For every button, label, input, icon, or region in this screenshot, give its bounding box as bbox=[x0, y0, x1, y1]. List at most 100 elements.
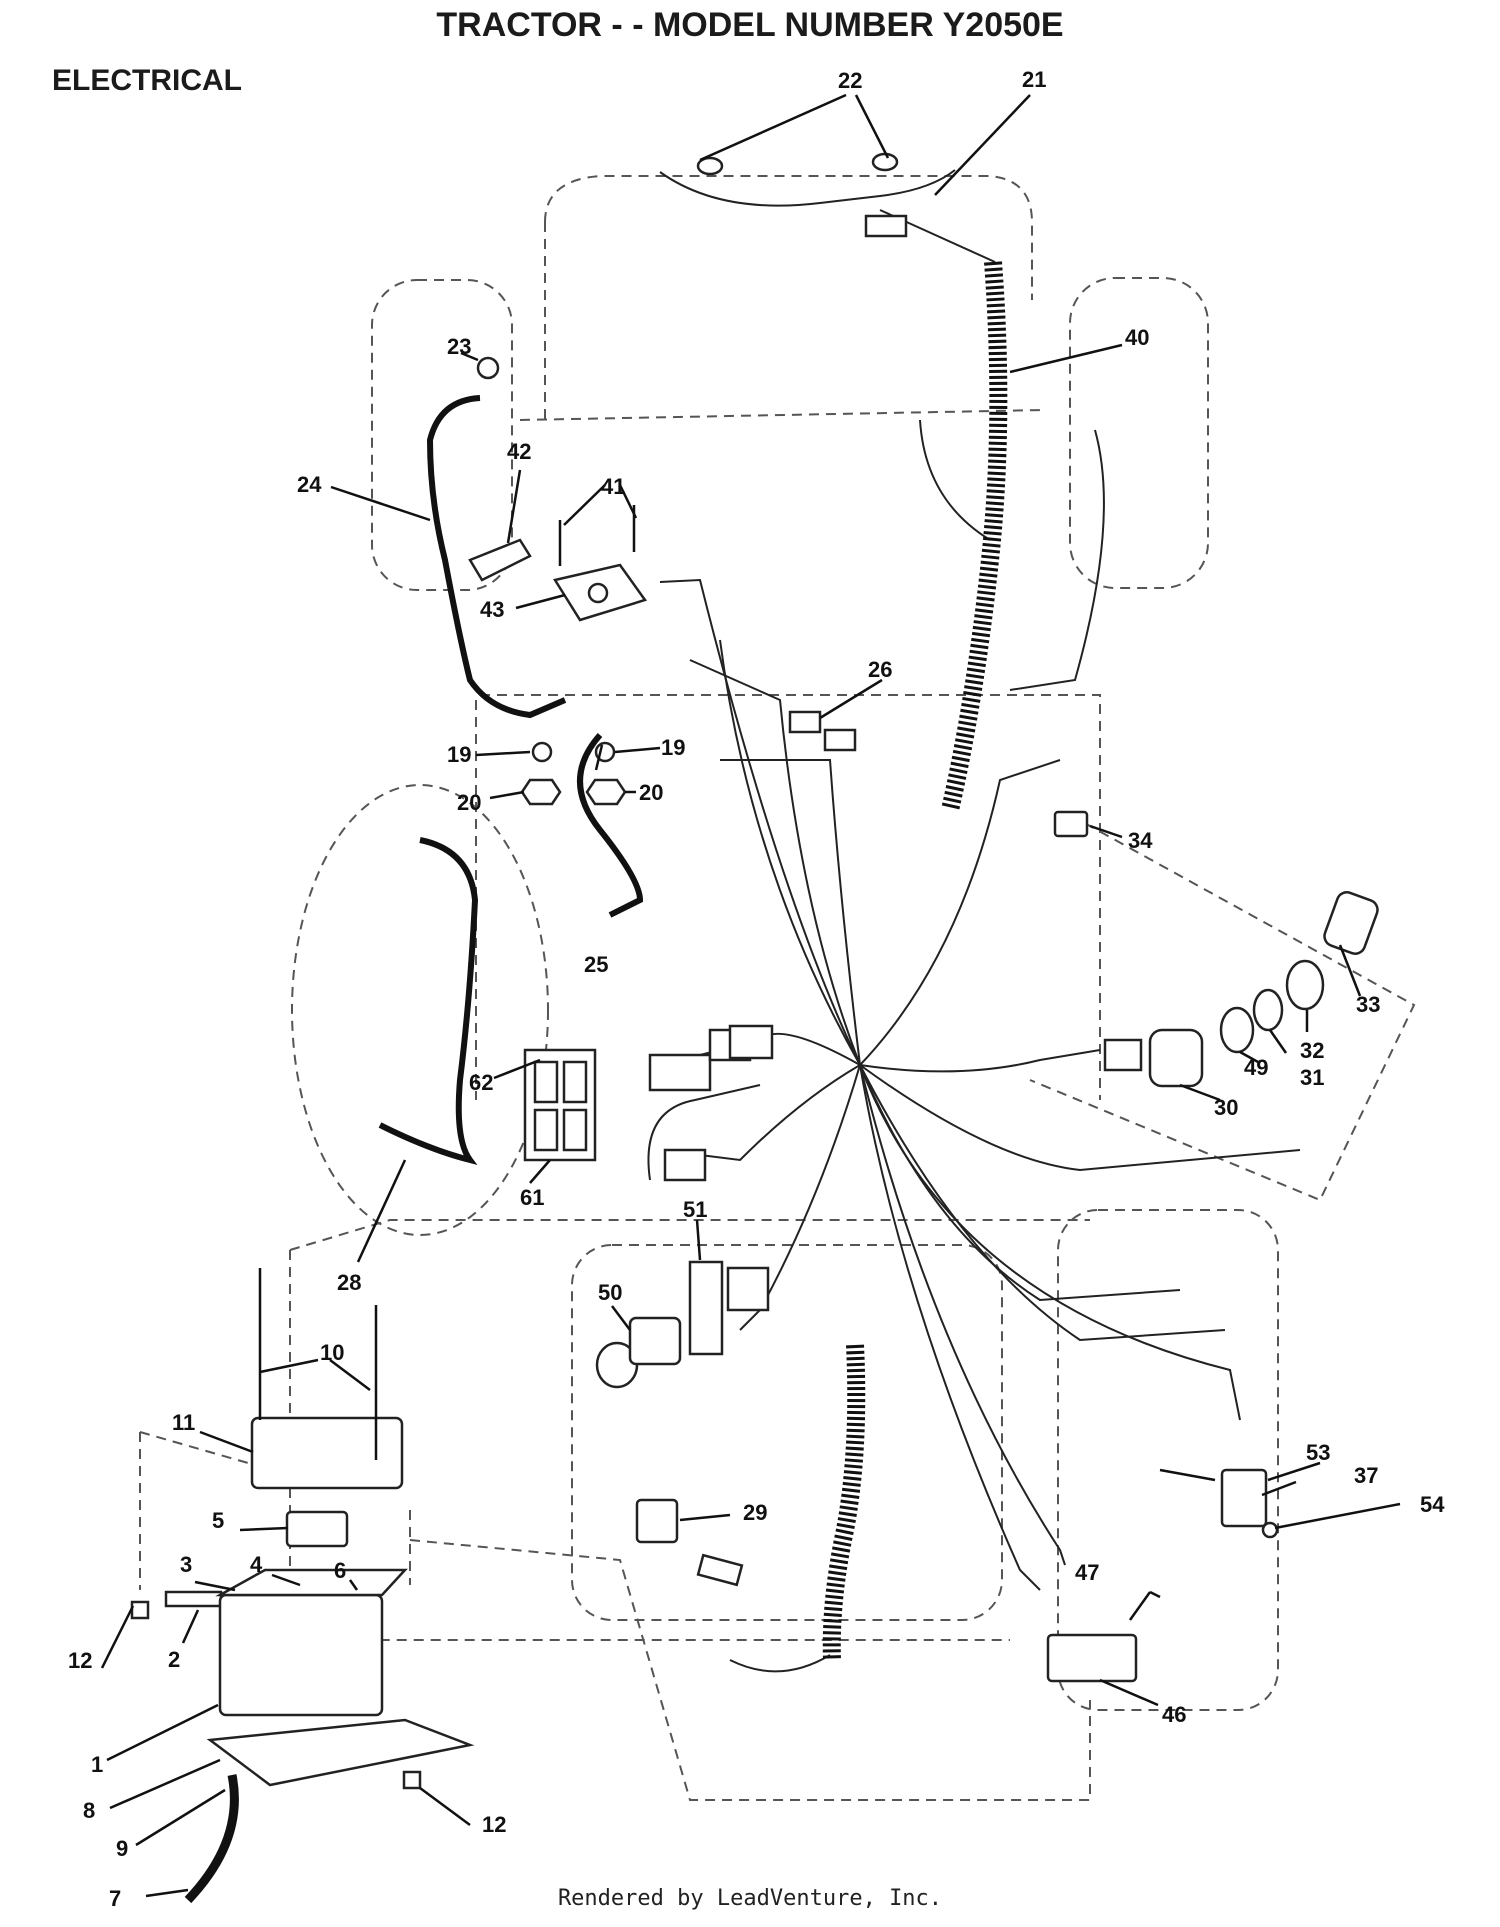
callout-19-left: 19 bbox=[447, 742, 471, 767]
screw-47 bbox=[1128, 1591, 1152, 1621]
harness-sleeve-upper bbox=[941, 261, 1008, 812]
callout-41: 41 bbox=[601, 474, 625, 499]
clip-12-left bbox=[130, 1600, 150, 1620]
callout-30: 30 bbox=[1214, 1095, 1238, 1120]
headlight-bulb-right-22 bbox=[871, 152, 899, 172]
callout-11: 11 bbox=[172, 1410, 195, 1435]
callout-10: 10 bbox=[320, 1340, 344, 1365]
callout-29: 29 bbox=[743, 1500, 767, 1525]
callout-23: 23 bbox=[447, 334, 471, 359]
callout-6: 6 bbox=[334, 1558, 346, 1583]
connector-30-plug bbox=[1103, 1038, 1143, 1072]
callout-53: 53 bbox=[1306, 1440, 1330, 1465]
switch-plug-51 bbox=[726, 1266, 770, 1312]
callout-54: 54 bbox=[1420, 1492, 1445, 1517]
nut-20-left bbox=[520, 778, 562, 806]
callout-leaders bbox=[100, 93, 1401, 1898]
callout-42: 42 bbox=[507, 439, 531, 464]
battery-rods-10 bbox=[258, 1268, 378, 1460]
connector-lower-left bbox=[663, 1148, 707, 1182]
washer-31 bbox=[1252, 988, 1284, 1032]
footer-credit: Rendered by LeadVenture, Inc. bbox=[557, 1886, 943, 1911]
switch-29 bbox=[635, 1498, 679, 1544]
battery-pad-5 bbox=[285, 1510, 349, 1548]
callout-labels: 22 21 40 23 42 24 41 43 26 19 19 20 20 3… bbox=[68, 67, 1445, 1911]
connector-right bbox=[728, 1024, 774, 1060]
ring-terminal-23 bbox=[476, 356, 500, 380]
hour-meter-46 bbox=[1046, 1633, 1138, 1683]
switch-29-plug bbox=[696, 1553, 744, 1587]
callout-46: 46 bbox=[1162, 1702, 1186, 1727]
callout-20-right: 20 bbox=[639, 780, 663, 805]
pto-switch-50 bbox=[628, 1316, 682, 1366]
connector-26 bbox=[788, 710, 822, 734]
nut-20-right bbox=[585, 778, 627, 806]
switch-34 bbox=[1053, 810, 1089, 838]
callout-20-left: 20 bbox=[457, 790, 481, 815]
clip-12-right bbox=[402, 1770, 422, 1790]
panel-window-b bbox=[562, 1060, 588, 1104]
callout-3: 3 bbox=[180, 1552, 192, 1577]
harness-sleeve-lower bbox=[822, 1344, 866, 1661]
battery-tray-8 bbox=[206, 1718, 475, 1787]
callout-22: 22 bbox=[838, 68, 862, 93]
callout-28: 28 bbox=[337, 1270, 361, 1295]
connector-block-62 bbox=[648, 1053, 712, 1092]
callout-26: 26 bbox=[868, 657, 892, 682]
connector-37 bbox=[1220, 1468, 1268, 1528]
battery-bracket-11 bbox=[250, 1416, 404, 1490]
panel-window-a bbox=[533, 1060, 559, 1104]
section-label: ELECTRICAL bbox=[52, 64, 242, 97]
nut-32 bbox=[1285, 959, 1325, 1011]
seat-switch-plate-51 bbox=[688, 1260, 724, 1356]
callout-50: 50 bbox=[598, 1280, 622, 1305]
key-33 bbox=[1323, 891, 1379, 955]
solenoid-post bbox=[587, 582, 609, 604]
nut-54 bbox=[1261, 1521, 1279, 1539]
callout-62: 62 bbox=[469, 1070, 493, 1095]
connector-26b bbox=[823, 728, 857, 752]
callout-5: 5 bbox=[212, 1508, 224, 1533]
callout-24: 24 bbox=[297, 472, 322, 497]
ignition-switch-30 bbox=[1148, 1028, 1204, 1088]
battery-top bbox=[215, 1568, 408, 1597]
tractor-outline bbox=[139, 175, 1416, 1801]
bolt-2 bbox=[164, 1590, 223, 1608]
callout-37: 37 bbox=[1354, 1463, 1378, 1488]
callout-1: 1 bbox=[91, 1752, 103, 1777]
panel-window-d bbox=[562, 1108, 588, 1152]
callout-43: 43 bbox=[480, 597, 504, 622]
solenoid-bolts-41 bbox=[558, 505, 636, 566]
lock-washer-49 bbox=[1219, 1006, 1255, 1054]
terminal-boot-42 bbox=[468, 538, 532, 582]
callout-2: 2 bbox=[168, 1647, 180, 1672]
callout-21: 21 bbox=[1022, 67, 1046, 92]
callout-9: 9 bbox=[116, 1836, 128, 1861]
battery-cable-28 bbox=[378, 837, 479, 1165]
callout-47: 47 bbox=[1075, 1560, 1099, 1585]
callout-4: 4 bbox=[250, 1552, 263, 1577]
bolt-53 bbox=[1159, 1468, 1216, 1482]
callout-12-left: 12 bbox=[68, 1648, 92, 1673]
battery-1 bbox=[218, 1593, 384, 1717]
battery-cable-24 bbox=[426, 395, 567, 719]
ground-cable-25 bbox=[577, 733, 644, 918]
callout-7: 7 bbox=[109, 1886, 121, 1911]
wiring-harness bbox=[647, 169, 1301, 1673]
callout-12-right: 12 bbox=[482, 1812, 506, 1837]
callout-51: 51 bbox=[683, 1197, 707, 1222]
callout-32: 32 bbox=[1300, 1038, 1324, 1063]
callout-49: 49 bbox=[1244, 1055, 1268, 1080]
callout-8: 8 bbox=[83, 1798, 95, 1823]
callout-31: 31 bbox=[1300, 1065, 1324, 1090]
vent-tube-7 bbox=[184, 1774, 239, 1904]
panel-window-c bbox=[533, 1108, 559, 1152]
callout-40: 40 bbox=[1125, 325, 1149, 350]
callout-19-right: 19 bbox=[661, 735, 685, 760]
headlight-bulb-left-22 bbox=[696, 156, 724, 176]
callout-34: 34 bbox=[1128, 828, 1153, 853]
callout-25: 25 bbox=[584, 952, 608, 977]
headlight-plug-21 bbox=[864, 214, 908, 238]
callout-61: 61 bbox=[520, 1185, 544, 1210]
